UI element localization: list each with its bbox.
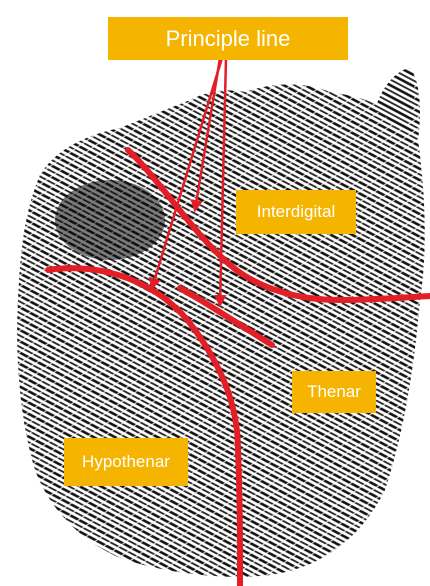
hypothenar-label: Hypothenar [64,438,188,486]
palm-print [17,68,425,577]
thenar-label: Thenar [292,371,376,413]
interdigital-label: Interdigital [236,190,356,234]
principle-line-label: Principle line [108,17,348,60]
